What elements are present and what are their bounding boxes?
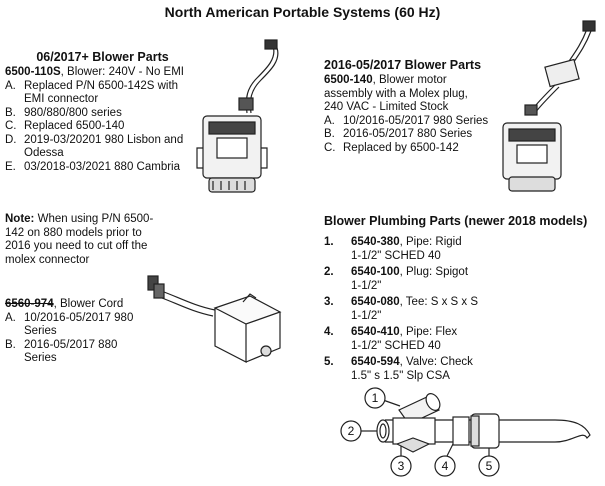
list-item: C.Replaced by 6500-142: [324, 141, 459, 154]
list-item: A.10/2016-05/2017 980 Series: [324, 114, 489, 127]
cord-item-list: A.10/2016-05/2017 980 Series B.2016-05/2…: [5, 312, 145, 366]
plumbing-section: Blower Plumbing Parts (newer 2018 models…: [324, 214, 599, 386]
list-item: B.2016-05/2017 880 Series: [5, 338, 118, 365]
list-item: B.2016-05/2017 880 Series: [324, 128, 473, 140]
left-blower-section: 06/2017+ Blower Parts 6500-110S, Blower:…: [5, 50, 200, 174]
blower-140-illustration: [502, 20, 596, 192]
cord-part-number: 6560-974: [5, 298, 54, 310]
right-part-desc: , Blower motor assembly with a Molex plu…: [324, 74, 468, 113]
callout-3: 3: [398, 459, 405, 473]
list-item: B.980/880/800 series: [5, 106, 122, 119]
list-item: A.10/2016-05/2017 980 Series: [5, 311, 134, 338]
list-item: E.03/2018-03/2021 880 Cambria: [5, 160, 181, 173]
plumbing-assembly-diagram: 1 2 3 4 5: [340, 387, 591, 477]
left-part-number: 6500-110S: [5, 66, 61, 78]
cord-part-desc: , Blower Cord: [53, 298, 124, 310]
note-text: When using P/N 6500-142 on 880 models pr…: [5, 213, 154, 266]
callout-5: 5: [486, 459, 493, 473]
right-part-number: 6500-140: [324, 74, 373, 86]
left-part-line: 6500-110S, Blower: 240V - No EMI: [5, 66, 200, 80]
callout-4: 4: [442, 459, 449, 473]
cord-part-line: 6560-974, Blower Cord: [5, 298, 145, 312]
callout-1: 1: [372, 391, 379, 405]
cord-section: 6560-974, Blower Cord A.10/2016-05/2017 …: [5, 298, 145, 366]
right-heading: 2016-05/2017 Blower Parts: [324, 58, 482, 72]
list-item: A.Replaced P/N 6500-142S with EMI connec…: [5, 79, 179, 106]
callout-2: 2: [348, 424, 355, 438]
left-heading: 06/2017+ Blower Parts: [36, 50, 169, 64]
blower-110s-illustration: [196, 39, 279, 193]
right-part-line: 6500-140, Blower motor assembly with a M…: [324, 74, 489, 115]
blower-cord-illustration: [147, 275, 282, 363]
left-part-desc: , Blower: 240V - No EMI: [60, 66, 184, 78]
right-item-list: A.10/2016-05/2017 980 Series B.2016-05/2…: [324, 115, 489, 156]
list-item: C.Replaced 6500-140: [5, 120, 125, 132]
plumbing-heading: Blower Plumbing Parts (newer 2018 models…: [324, 214, 588, 228]
right-blower-section: 2016-05/2017 Blower Parts 6500-140, Blow…: [324, 58, 489, 155]
note-block: Note: When using P/N 6500-142 on 880 mod…: [5, 213, 157, 267]
page-title: North American Portable Systems (60 Hz): [164, 4, 441, 20]
list-item: D.2019-03/20201 980 Lisbon and Odessa: [5, 133, 184, 160]
note-label: Note:: [5, 213, 35, 225]
left-item-list: A.Replaced P/N 6500-142S with EMI connec…: [5, 80, 200, 175]
